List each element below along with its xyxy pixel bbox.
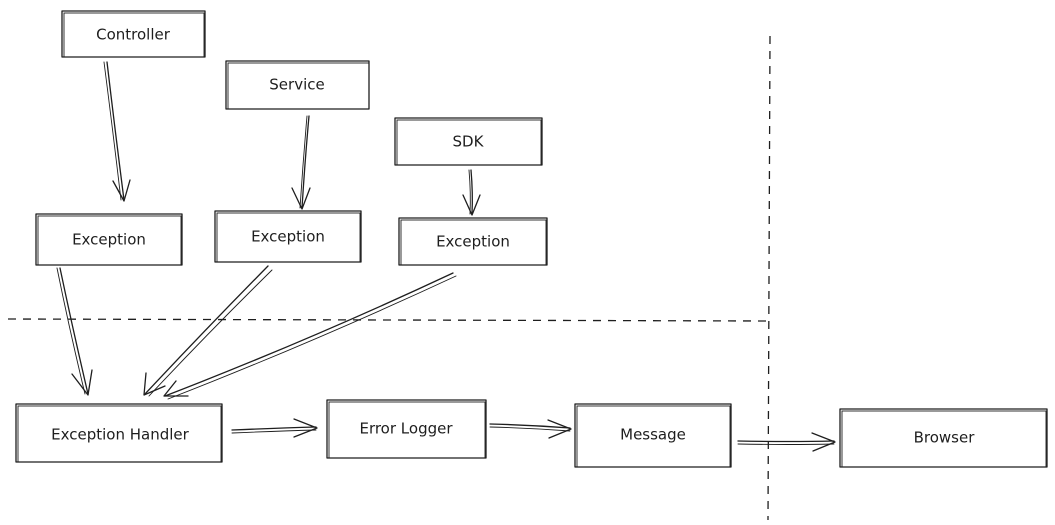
exception-node-sdk[interactable]: Exception <box>398 217 548 266</box>
service-label: Service <box>269 76 324 94</box>
error-logger-box-overstroke <box>328 401 486 459</box>
separators <box>7 35 771 521</box>
sdk-label: SDK <box>453 133 485 151</box>
exception-node-controller[interactable]: Exception <box>35 213 183 266</box>
sdk-box-overstroke <box>396 119 542 166</box>
exception-handler-box-overstroke <box>17 405 222 463</box>
exception-node-service[interactable]: Exception <box>214 210 362 263</box>
service-node[interactable]: Service <box>225 60 370 110</box>
nodes: Controller Service SDK Exception <box>15 10 1048 468</box>
exception-handler-node[interactable]: Exception Handler <box>15 403 223 463</box>
exception-handler-label: Exception Handler <box>51 426 189 444</box>
horizontal-divider <box>7 318 769 322</box>
arrow-logger-to-message <box>489 419 572 439</box>
controller-box-overstroke <box>63 12 205 58</box>
service-box-overstroke <box>227 62 370 110</box>
browser-node[interactable]: Browser <box>839 408 1048 468</box>
arrow-controller-to-exception <box>103 61 131 202</box>
arrow-service-to-exception <box>291 115 311 210</box>
exception-box-2-overstroke <box>216 212 361 263</box>
error-logger-node[interactable]: Error Logger <box>326 399 487 459</box>
arrow-exception3-to-handler <box>163 272 457 400</box>
message-label: Message <box>620 426 686 444</box>
arrow-handler-to-logger <box>231 418 318 438</box>
exception-label-1: Exception <box>72 231 146 249</box>
arrow-exception2-to-handler <box>143 265 273 397</box>
exception-box-3-overstroke <box>400 219 547 266</box>
message-node[interactable]: Message <box>574 403 732 468</box>
arrow-message-to-browser <box>737 432 836 452</box>
controller-label: Controller <box>96 26 171 44</box>
sdk-node[interactable]: SDK <box>394 117 543 166</box>
edges <box>56 61 836 452</box>
arrow-exception1-to-handler <box>56 267 93 396</box>
browser-box-overstroke <box>841 410 1047 468</box>
exception-label-2: Exception <box>251 228 325 246</box>
exception-label-3: Exception <box>436 233 510 251</box>
exception-box-1-overstroke <box>37 215 182 266</box>
vertical-divider <box>767 35 771 521</box>
error-logger-label: Error Logger <box>359 420 453 438</box>
arrow-sdk-to-exception <box>462 169 481 216</box>
controller-node[interactable]: Controller <box>61 10 206 58</box>
browser-label: Browser <box>914 429 976 447</box>
message-box-overstroke <box>576 405 731 468</box>
